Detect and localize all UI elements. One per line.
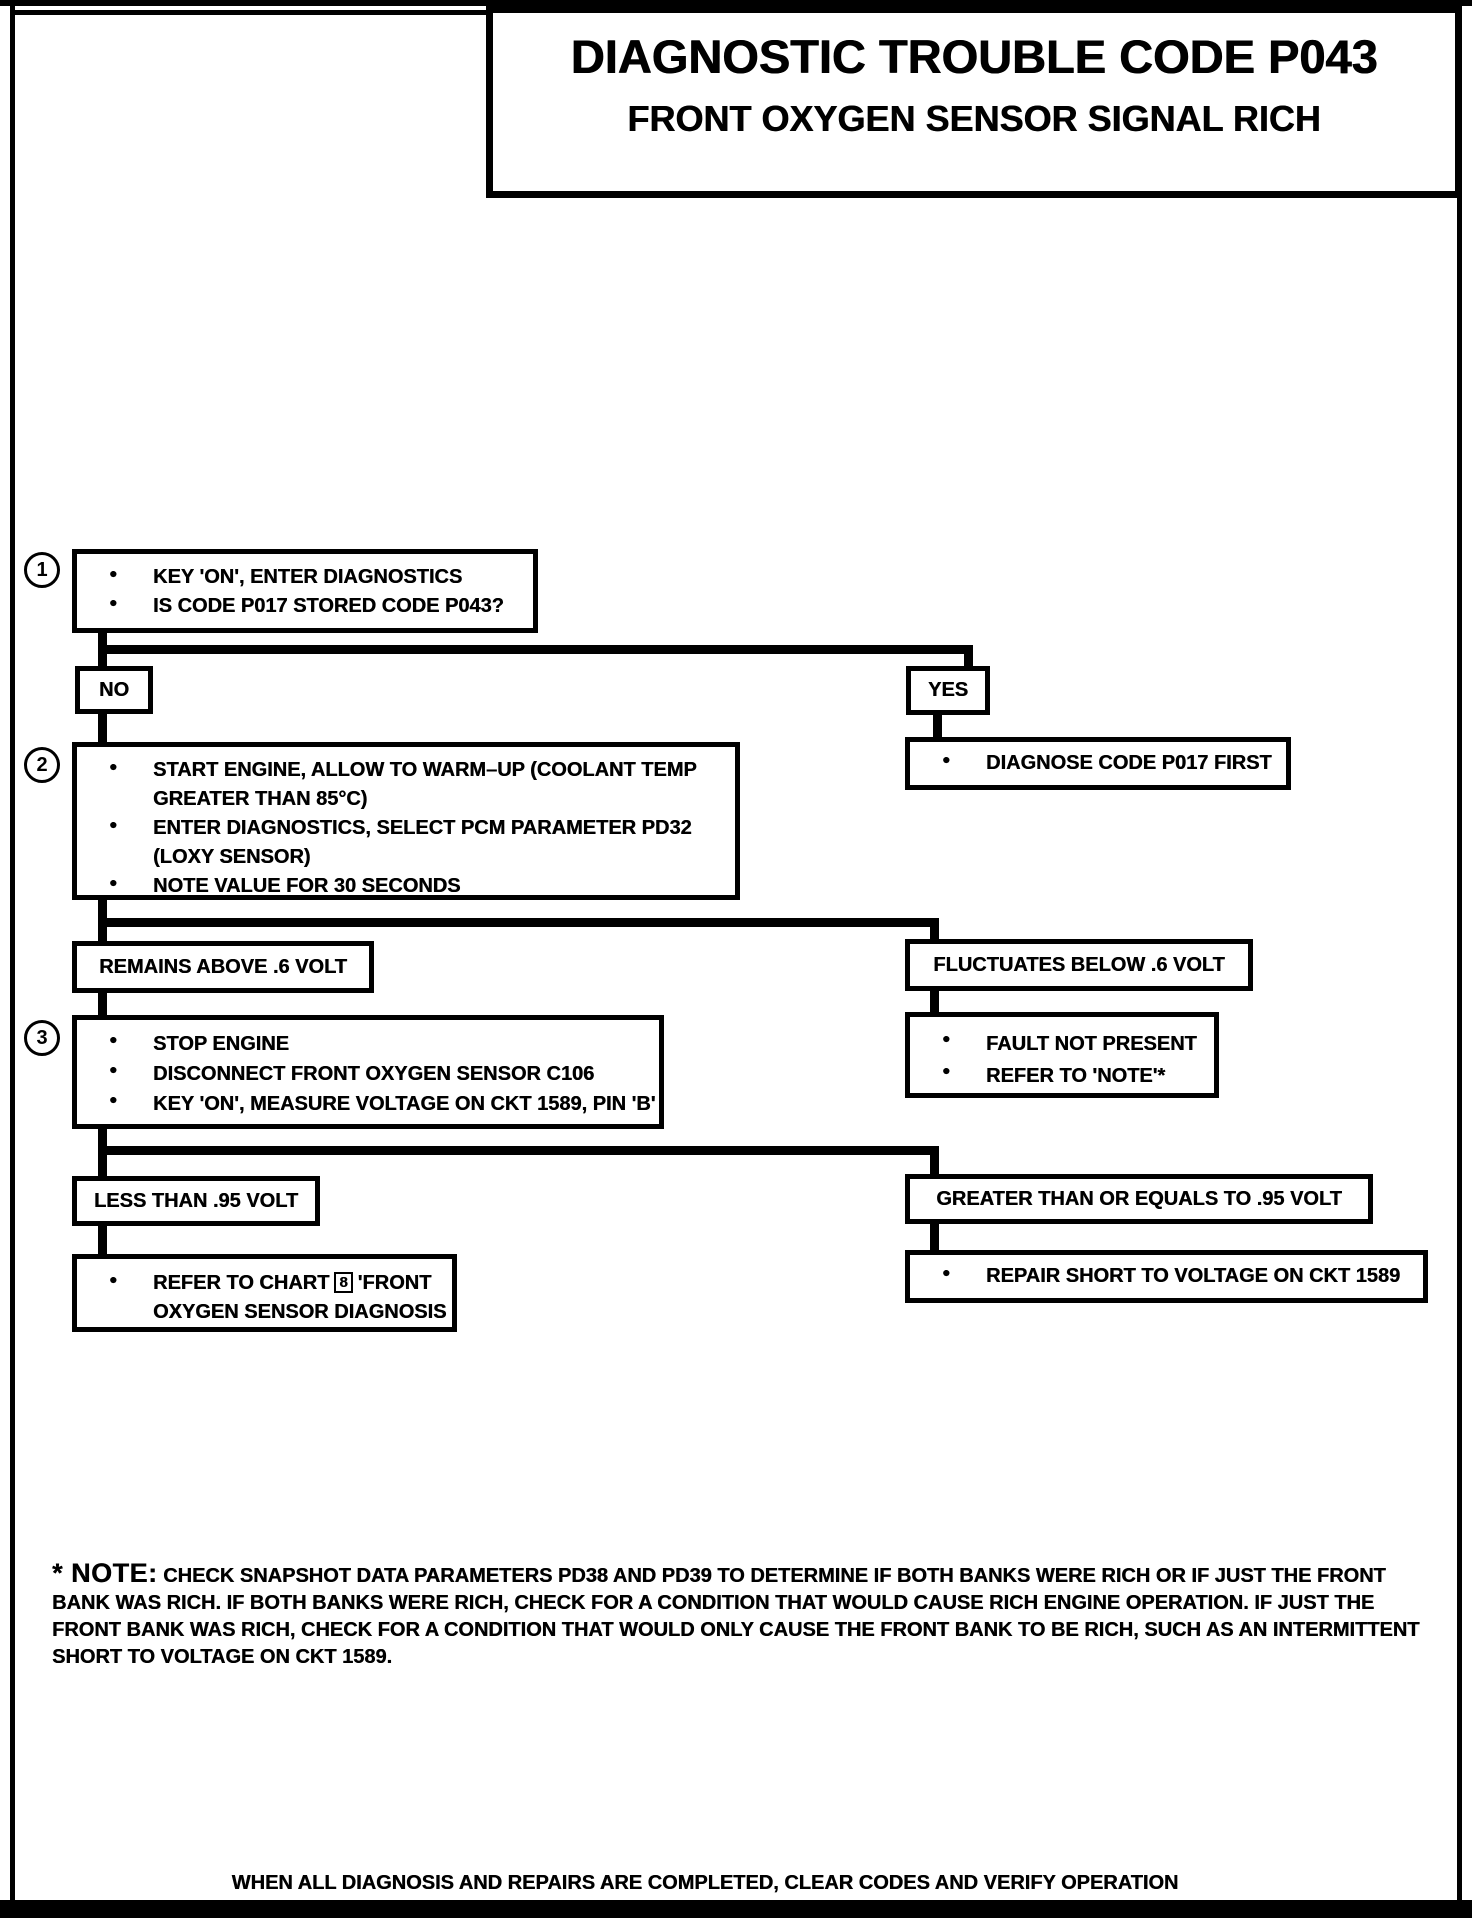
- note-block: * NOTE: CHECK SNAPSHOT DATA PARAMETERS P…: [52, 1560, 1438, 1671]
- diagnose-p017-box: DIAGNOSE CODE P017 FIRST: [905, 737, 1291, 790]
- connector-branch1-no-down: [98, 645, 107, 670]
- page-frame-right: [1457, 6, 1462, 1906]
- bullet-item: START ENGINE, ALLOW TO WARM–UP (COOLANT …: [107, 756, 735, 814]
- connector-branch2-horizontal: [98, 918, 939, 927]
- page-title: DIAGNOSTIC TROUBLE CODE P043: [570, 30, 1378, 83]
- note-label: * NOTE:: [52, 1558, 158, 1588]
- bullet-item: ENTER DIAGNOSTICS, SELECT PCM PARAMETER …: [107, 814, 735, 872]
- fault-not-present-box: FAULT NOT PRESENT REFER TO 'NOTE'*: [905, 1012, 1219, 1098]
- step-number-3: 3: [24, 1020, 60, 1056]
- greater-equal-box: GREATER THAN OR EQUALS TO .95 VOLT: [905, 1174, 1373, 1224]
- note-text: CHECK SNAPSHOT DATA PARAMETERS PD38 AND …: [52, 1565, 1420, 1668]
- step1-box: KEY 'ON', ENTER DIAGNOSTICS IS CODE P017…: [72, 549, 538, 633]
- yes-box: YES: [906, 666, 990, 715]
- step2-box: START ENGINE, ALLOW TO WARM–UP (COOLANT …: [72, 742, 740, 900]
- chart-number-badge: 8: [334, 1272, 353, 1293]
- bullet-item: REPAIR SHORT TO VOLTAGE ON CKT 1589: [940, 1262, 1400, 1291]
- step-number-1: 1: [24, 552, 60, 588]
- connector-branch3-left-down: [98, 1146, 107, 1178]
- step-number-2: 2: [24, 747, 60, 783]
- page-top-rule: [0, 0, 1472, 6]
- connector-branch2-right-down: [930, 918, 939, 943]
- page-subtitle: FRONT OXYGEN SENSOR SIGNAL RICH: [627, 98, 1321, 139]
- bullet-item: DISCONNECT FRONT OXYGEN SENSOR C106: [107, 1059, 659, 1089]
- footer-text: WHEN ALL DIAGNOSIS AND REPAIRS ARE COMPL…: [231, 1872, 1179, 1894]
- step3-box: STOP ENGINE DISCONNECT FRONT OXYGEN SENS…: [72, 1015, 664, 1129]
- connector-greater-to-repair: [930, 1222, 939, 1254]
- remains-above-box: REMAINS ABOVE .6 VOLT: [72, 941, 374, 993]
- no-box: NO: [75, 666, 153, 714]
- repair-short-box: REPAIR SHORT TO VOLTAGE ON CKT 1589: [905, 1250, 1428, 1303]
- fluctuates-below-label: FLUCTUATES BELOW .6 VOLT: [933, 953, 1225, 976]
- connector-step3-down: [98, 1127, 107, 1155]
- title-box: DIAGNOSTIC TROUBLE CODE P043 FRONT OXYGE…: [486, 6, 1462, 198]
- bullet-item: IS CODE P017 STORED CODE P043?: [107, 592, 533, 621]
- bullet-item: KEY 'ON', MEASURE VOLTAGE ON CKT 1589, P…: [107, 1089, 659, 1119]
- bullet-item: STOP ENGINE: [107, 1029, 659, 1059]
- connector-step2-down: [98, 898, 107, 927]
- page-bottom-bar: [0, 1900, 1472, 1918]
- connector-no-to-step2: [98, 713, 107, 744]
- bullet-item: KEY 'ON', ENTER DIAGNOSTICS: [107, 563, 533, 592]
- connector-branch3-horizontal: [98, 1146, 939, 1155]
- connector-branch2-left-down: [98, 918, 107, 943]
- connector-less-to-refer: [98, 1224, 107, 1256]
- page-frame-left: [10, 6, 15, 1906]
- connector-yes-to-diagnose: [933, 714, 942, 739]
- less-than-box: LESS THAN .95 VOLT: [72, 1176, 320, 1226]
- less-than-label: LESS THAN .95 VOLT: [93, 1189, 299, 1212]
- connector-branch1-horizontal: [98, 645, 973, 654]
- connector-branch3-right-down: [930, 1146, 939, 1178]
- no-label: NO: [99, 678, 129, 701]
- connector-fluctuates-to-fault: [930, 989, 939, 1014]
- fluctuates-below-box: FLUCTUATES BELOW .6 VOLT: [905, 939, 1253, 991]
- connector-branch1-yes-down: [964, 645, 973, 670]
- bullet-item: NOTE VALUE FOR 30 SECONDS: [107, 872, 735, 901]
- greater-equal-label: GREATER THAN OR EQUALS TO .95 VOLT: [936, 1187, 1342, 1210]
- bullet-item: FAULT NOT PRESENT: [940, 1028, 1214, 1060]
- bullet-item: DIAGNOSE CODE P017 FIRST: [940, 749, 1272, 778]
- remains-above-label: REMAINS ABOVE .6 VOLT: [99, 955, 347, 978]
- bullet-item: REFER TO 'NOTE'*: [940, 1060, 1214, 1092]
- connector-step1-down: [98, 631, 107, 653]
- connector-remains-to-step3: [98, 991, 107, 1017]
- yes-label: YES: [927, 679, 969, 701]
